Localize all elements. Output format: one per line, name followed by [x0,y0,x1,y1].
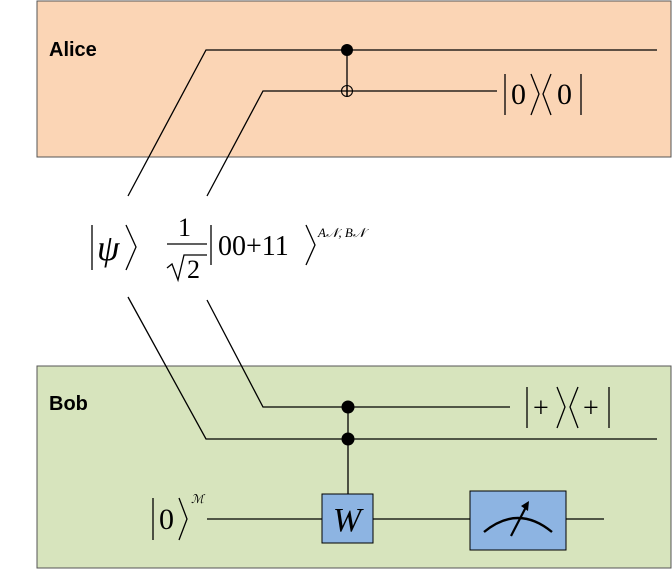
bob-entangled-wire [206,299,510,408]
ancilla-ket: 0 ℳ [152,492,206,541]
measurement-meter-icon [483,501,553,537]
alice-output-projector: 0 0 [504,73,582,116]
alice-control-dot [341,44,353,56]
psi-symbol: ψ [97,228,120,268]
bell-state: 1 2 00+11 A𝒩, B𝒩 [166,213,370,284]
frac-denominator: 2 [187,255,200,284]
bob-label: Bob [49,393,88,415]
bob-psi-wire [127,296,657,440]
ancilla-value: 0 [159,503,174,536]
alice-output-value-right: 0 [557,78,572,111]
bob-output-value-left: + [533,393,549,424]
alice-output-value-left: 0 [511,78,526,111]
alice-region [36,0,672,158]
alice-entangled-wire [206,90,497,197]
w-gate [321,493,374,544]
alice-psi-wire [127,49,657,197]
bob-control-dot-1 [341,400,355,414]
psi-ket: ψ [91,224,137,271]
measurement-gate [469,490,567,551]
bell-terms: 00+11 [218,231,289,262]
alice-label: Alice [49,39,97,61]
bell-subscript: A𝒩, B𝒩 [317,225,370,240]
bob-control-dot-2 [341,432,355,446]
bob-output-projector: + + [526,386,610,429]
ancilla-superscript: ℳ [191,492,206,506]
frac-numerator: 1 [178,213,191,242]
w-gate-label: W [333,502,364,539]
bob-output-value-right: + [583,393,599,424]
